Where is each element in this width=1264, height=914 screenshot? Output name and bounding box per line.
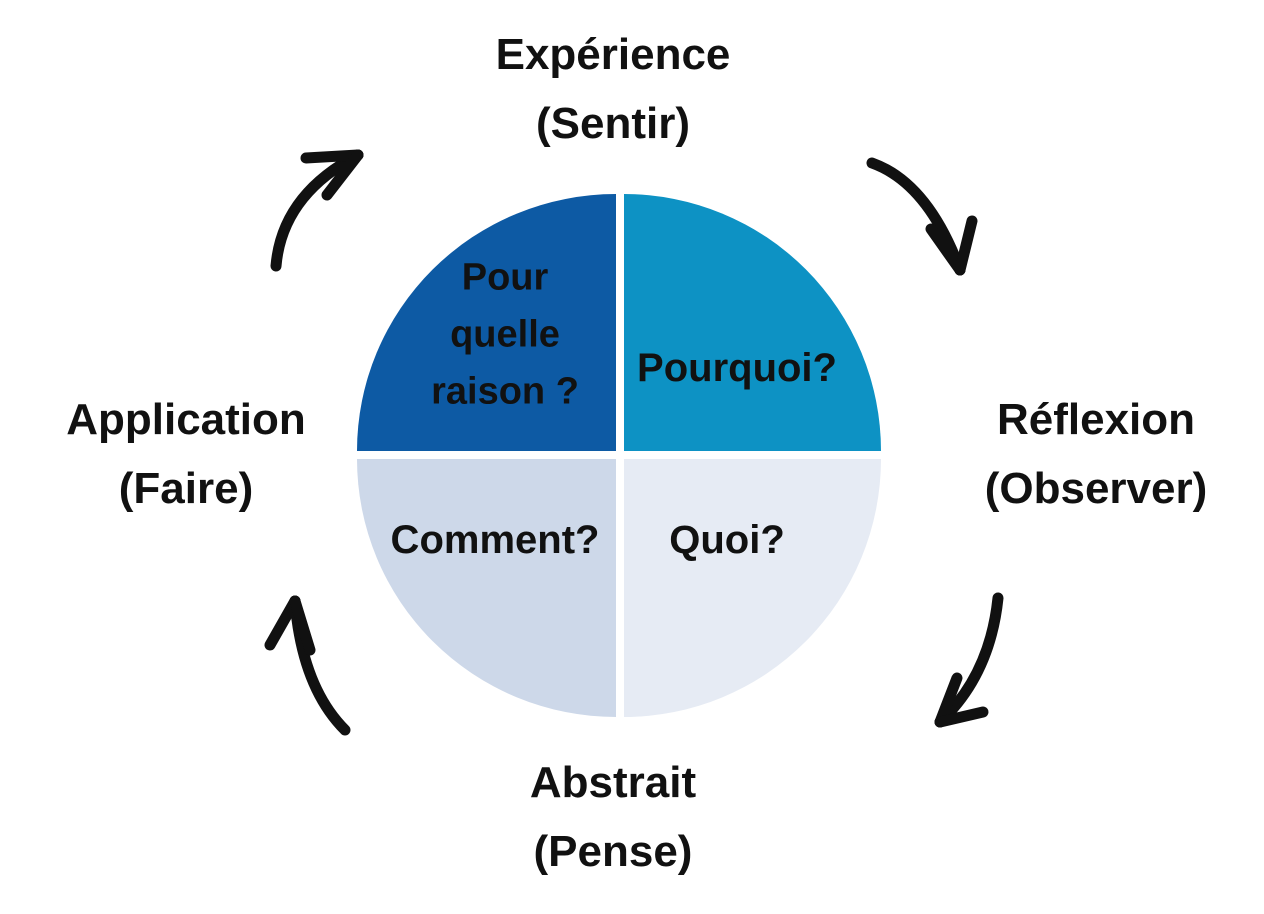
stage-label-abstrait: Abstrait (Pense): [530, 748, 696, 886]
quadrant-top-left-label: Pour quelle raison ?: [431, 250, 579, 421]
quadrant-bottom-right-label: Quoi?: [669, 518, 785, 562]
cycle-arrow-bottom-left-icon: [264, 595, 351, 736]
stage-label-reflexion-line1: Réflexion: [996, 395, 1196, 444]
stage-label-reflexion: Réflexion (Observer): [985, 385, 1208, 523]
quadrant-top-right: [624, 194, 881, 451]
stage-label-application: Application (Faire): [66, 385, 306, 523]
stage-label-experience-line2: (Sentir): [536, 99, 690, 148]
stage-label-application-line1: Application: [66, 395, 306, 444]
stage-label-abstrait-line2: (Pense): [533, 827, 693, 876]
quadrant-top-left-label-line3: raison ?: [431, 370, 579, 413]
quadrant-bottom-left: [357, 459, 616, 717]
stage-label-experience: Expérience (Sentir): [496, 20, 731, 158]
quadrant-top-left-label-line2: quelle: [450, 313, 560, 356]
stage-label-abstrait-line1: Abstrait: [529, 758, 697, 807]
cycle-arrow-top-left-icon: [270, 149, 364, 272]
cycle-arrow-bottom-right-icon: [934, 592, 1004, 728]
stage-label-experience-line1: Expérience: [495, 30, 731, 79]
cycle-arrow-top-right-icon: [866, 157, 978, 276]
stage-label-application-line2: (Faire): [118, 464, 254, 513]
quadrant-top-left-label-line1: Pour: [461, 256, 549, 299]
stage-label-reflexion-line2: (Observer): [984, 464, 1208, 513]
quadrant-bottom-left-label: Comment?: [390, 518, 600, 562]
quadrant-top-right-label: Pourquoi?: [637, 346, 837, 390]
quadrant-bottom-right: [624, 459, 881, 717]
